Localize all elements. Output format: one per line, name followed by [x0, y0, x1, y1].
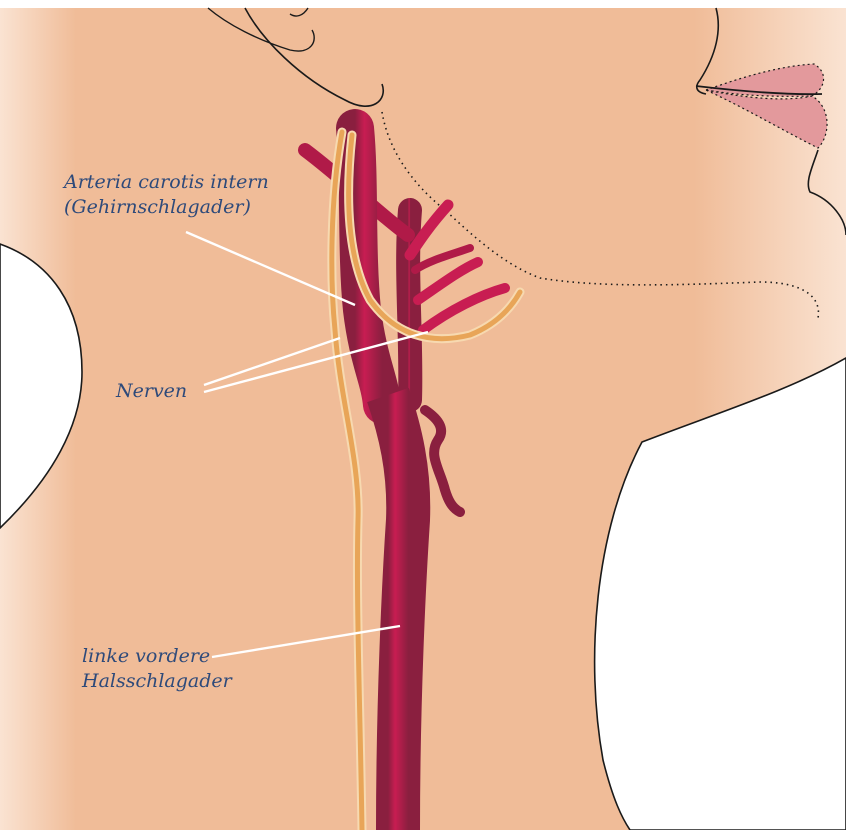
label-carotis-line-2: (Gehirnschlagader)	[64, 195, 269, 220]
label-hals-line-1: linke vordere	[82, 644, 232, 669]
label-halsschlagader: linke vordere Halsschlagader	[82, 644, 232, 694]
label-carotis-line-1: Arteria carotis intern	[64, 170, 269, 195]
label-arteria-carotis-intern: Arteria carotis intern (Gehirnschlagader…	[64, 170, 269, 220]
label-nerven-text: Nerven	[116, 379, 187, 404]
top-white-strip	[0, 0, 846, 8]
label-hals-line-2: Halsschlagader	[82, 669, 232, 694]
common-carotid-artery	[388, 395, 408, 830]
label-nerven: Nerven	[116, 379, 187, 404]
